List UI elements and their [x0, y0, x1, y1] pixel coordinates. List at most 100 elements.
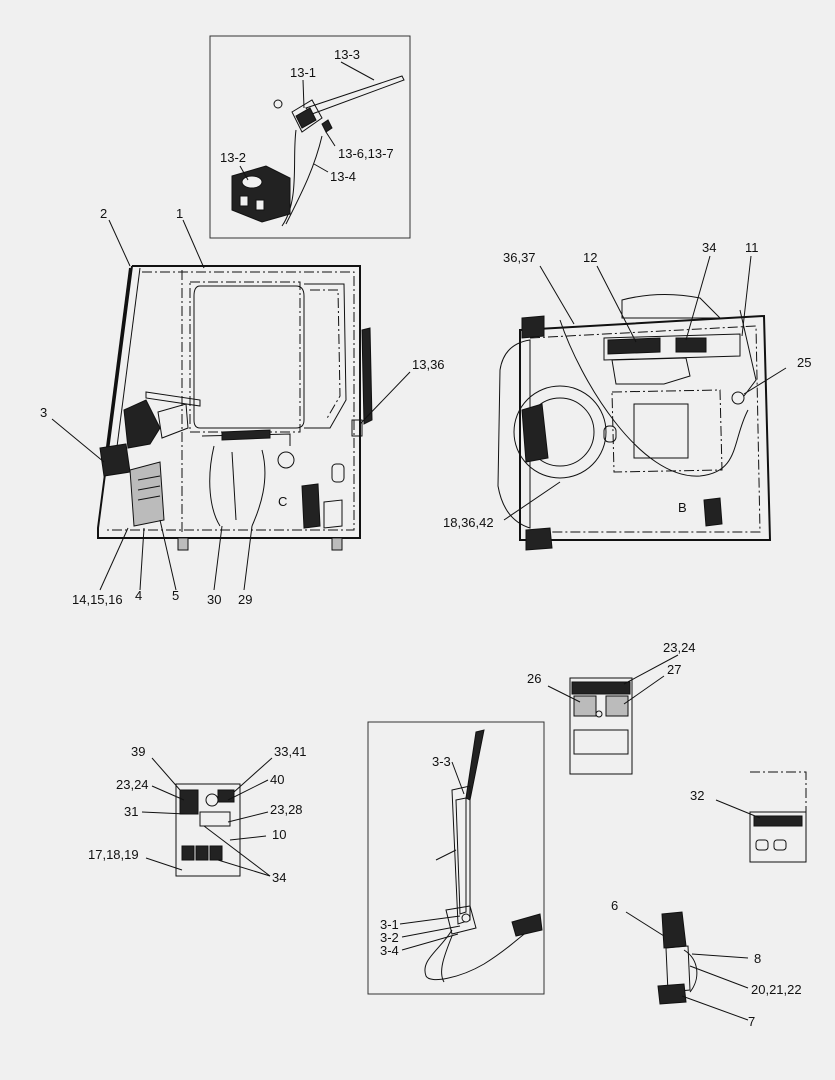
top-frame-dash — [529, 325, 761, 533]
leader — [359, 371, 411, 425]
overhead-panel — [603, 333, 741, 361]
relay-26 — [573, 695, 597, 717]
reservoir-cap — [241, 175, 263, 189]
module-dash — [750, 771, 807, 812]
leader — [681, 995, 749, 1021]
callout-3: 3 — [40, 405, 47, 420]
leader — [108, 219, 131, 267]
leader — [139, 527, 145, 591]
top-harness — [559, 319, 749, 477]
callout-13-3: 13-3 — [334, 47, 360, 62]
module-32-header — [753, 815, 803, 827]
sensor-wire — [683, 949, 698, 993]
leader — [539, 265, 575, 325]
leader — [145, 857, 183, 871]
pedal-assembly — [129, 461, 165, 527]
leader — [229, 835, 267, 841]
module-32 — [715, 771, 807, 863]
callout-23-24-top: 23,24 — [663, 640, 696, 655]
leader — [741, 255, 752, 337]
rear-connector — [703, 497, 723, 527]
callout-4: 4 — [135, 588, 142, 603]
leader — [203, 825, 271, 877]
leader — [51, 418, 105, 463]
relay-module-26-27 — [547, 654, 679, 775]
leader — [233, 757, 273, 793]
steering-wheel — [513, 385, 607, 479]
wiper-arm-inner — [455, 797, 467, 915]
callout-8: 8 — [754, 951, 761, 966]
panel-34 — [675, 337, 707, 353]
rear-wiper-motor — [351, 419, 363, 437]
sensor-7 — [657, 983, 687, 1005]
callout-25: 25 — [797, 355, 811, 370]
windshield-post — [103, 267, 131, 471]
fuse-relay-panel — [141, 757, 273, 877]
callout-13-36: 13,36 — [412, 357, 445, 372]
callout-31: 31 — [124, 804, 138, 819]
relay-27 — [605, 695, 629, 717]
leader — [325, 131, 336, 147]
leader — [217, 859, 271, 877]
inset-frame — [209, 35, 411, 239]
module-header — [571, 681, 631, 695]
leader — [302, 79, 305, 109]
relay-knob — [205, 793, 219, 807]
motor-body — [295, 107, 317, 129]
marker-c: C — [278, 494, 287, 509]
panel-12 — [607, 337, 661, 355]
center-housing — [611, 357, 691, 385]
pedal-line — [137, 495, 161, 501]
callout-40: 40 — [270, 772, 284, 787]
motor-cap — [273, 99, 283, 109]
callout-26: 26 — [527, 671, 541, 686]
leader — [623, 675, 665, 705]
hose — [435, 849, 457, 861]
side-window — [193, 285, 305, 429]
leader — [401, 933, 459, 951]
cab-door — [304, 283, 347, 429]
callout-33-41: 33,41 — [274, 744, 307, 759]
wiper-motor — [445, 905, 477, 935]
callout-10: 10 — [272, 827, 286, 842]
leader — [743, 367, 787, 395]
motor-harness-2 — [441, 935, 453, 983]
component-23-28 — [199, 811, 231, 827]
callout-5: 5 — [172, 588, 179, 603]
side-box — [323, 499, 343, 529]
washer-assembly-inset — [209, 35, 411, 239]
callout-2: 2 — [100, 206, 107, 221]
leader — [239, 165, 249, 181]
rear-wiper-inset — [367, 721, 545, 995]
callout-17-18-19: 17,18,19 — [88, 847, 139, 862]
leader — [340, 61, 375, 81]
callout-39: 39 — [131, 744, 145, 759]
nozzle-13-6 — [321, 119, 333, 133]
leader — [451, 761, 465, 795]
front-curve — [497, 339, 531, 529]
callout-27: 27 — [667, 662, 681, 677]
callout-34-bottom: 34 — [272, 870, 286, 885]
control-housing — [157, 403, 189, 439]
window-dash — [189, 281, 301, 433]
callout-30: 30 — [207, 592, 221, 607]
switch-34 — [181, 845, 195, 861]
leader — [227, 779, 269, 801]
reservoir-slot — [239, 195, 249, 207]
harness-connector — [511, 913, 543, 937]
callout-20-21-22: 20,21,22 — [751, 982, 802, 997]
cab-frame — [97, 265, 361, 539]
washer-reservoir-13-2 — [231, 165, 291, 223]
sensor-6-7-8 — [625, 911, 749, 1021]
module-32-button — [773, 839, 787, 851]
callout-13-6-13-7: 13-6,13-7 — [338, 146, 394, 161]
callout-6: 6 — [611, 898, 618, 913]
wiper-arm-13-3 — [305, 75, 405, 115]
motor-bolt — [461, 913, 471, 923]
roof-bump — [621, 293, 722, 319]
switch-34 — [209, 845, 223, 861]
callout-7: 7 — [748, 1014, 755, 1029]
leader — [313, 163, 329, 173]
top-frame — [519, 314, 772, 541]
callout-13-1: 13-1 — [290, 65, 316, 80]
